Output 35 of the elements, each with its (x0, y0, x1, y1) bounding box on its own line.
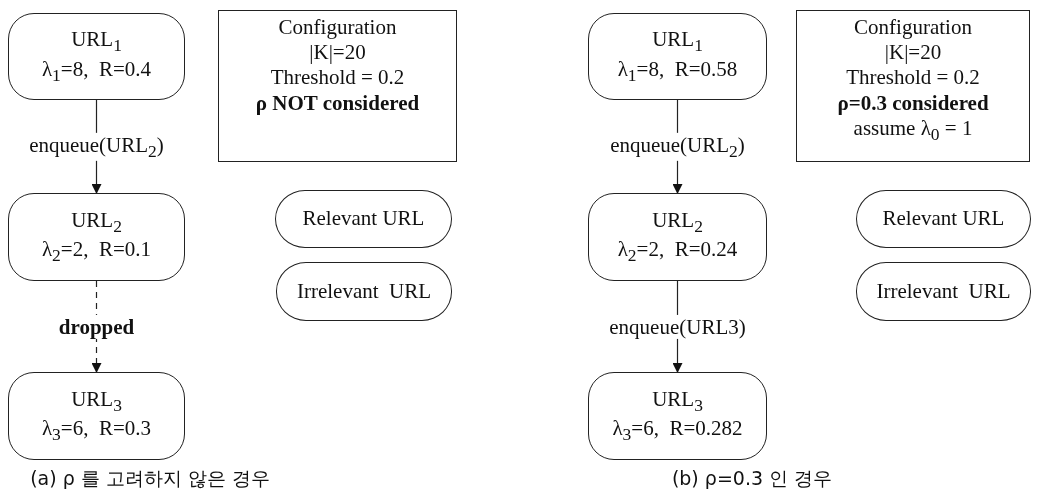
box-text: λ$_{1}$=8, R=0.58 (617, 56, 738, 86)
configuration-box (796, 10, 1030, 162)
figure-caption: (b) ρ=0.3 인 경우 (671, 466, 833, 491)
box-heading: URL$_{2}$ (71, 207, 122, 237)
edge-label: enqueue(URL$_{2}$) (608, 132, 747, 161)
box-text: ρ=0.3 considered (837, 90, 989, 116)
box-heading: Configuration (854, 15, 972, 41)
box-text: λ$_{2}$=2, R=0.1 (41, 237, 152, 267)
box-text: Threshold = 0.2 (270, 65, 405, 91)
url-box (8, 13, 185, 100)
box-heading: URL$_{3}$ (71, 386, 122, 416)
box-text: λ$_{1}$=8, R=0.4 (41, 56, 152, 86)
box-heading: URL$_{2}$ (652, 207, 703, 237)
box-text: assume λ$_{0}$ = 1 (853, 115, 973, 145)
figure-caption: (a) ρ 를 고려하지 않은 경우 (30, 466, 270, 491)
url-box (588, 13, 767, 100)
url-box (588, 372, 767, 460)
url-box (588, 193, 767, 281)
box-heading: URL$_{1}$ (652, 27, 703, 57)
box-text: |K|=20 (309, 40, 366, 66)
box-heading: Configuration (278, 15, 397, 41)
edge-label: enqueue(URL3) (607, 314, 748, 339)
edge-label: dropped (56, 314, 137, 339)
edge-label: enqueue(URL$_{2}$) (27, 132, 166, 161)
box-text: λ$_{3}$=6, R=0.3 (41, 416, 152, 446)
box-text: λ$_{3}$=6, R=0.282 (612, 416, 743, 446)
box-text: |K|=20 (884, 40, 942, 66)
box-text: λ$_{2}$=2, R=0.24 (617, 237, 738, 267)
url-box (8, 372, 185, 460)
box-text: ρ NOT considered (255, 90, 420, 116)
box-heading: URL$_{3}$ (652, 386, 703, 416)
configuration-box (218, 10, 457, 162)
url-box (8, 193, 185, 281)
box-text: Threshold = 0.2 (846, 65, 980, 91)
box-heading: URL$_{1}$ (71, 27, 122, 57)
